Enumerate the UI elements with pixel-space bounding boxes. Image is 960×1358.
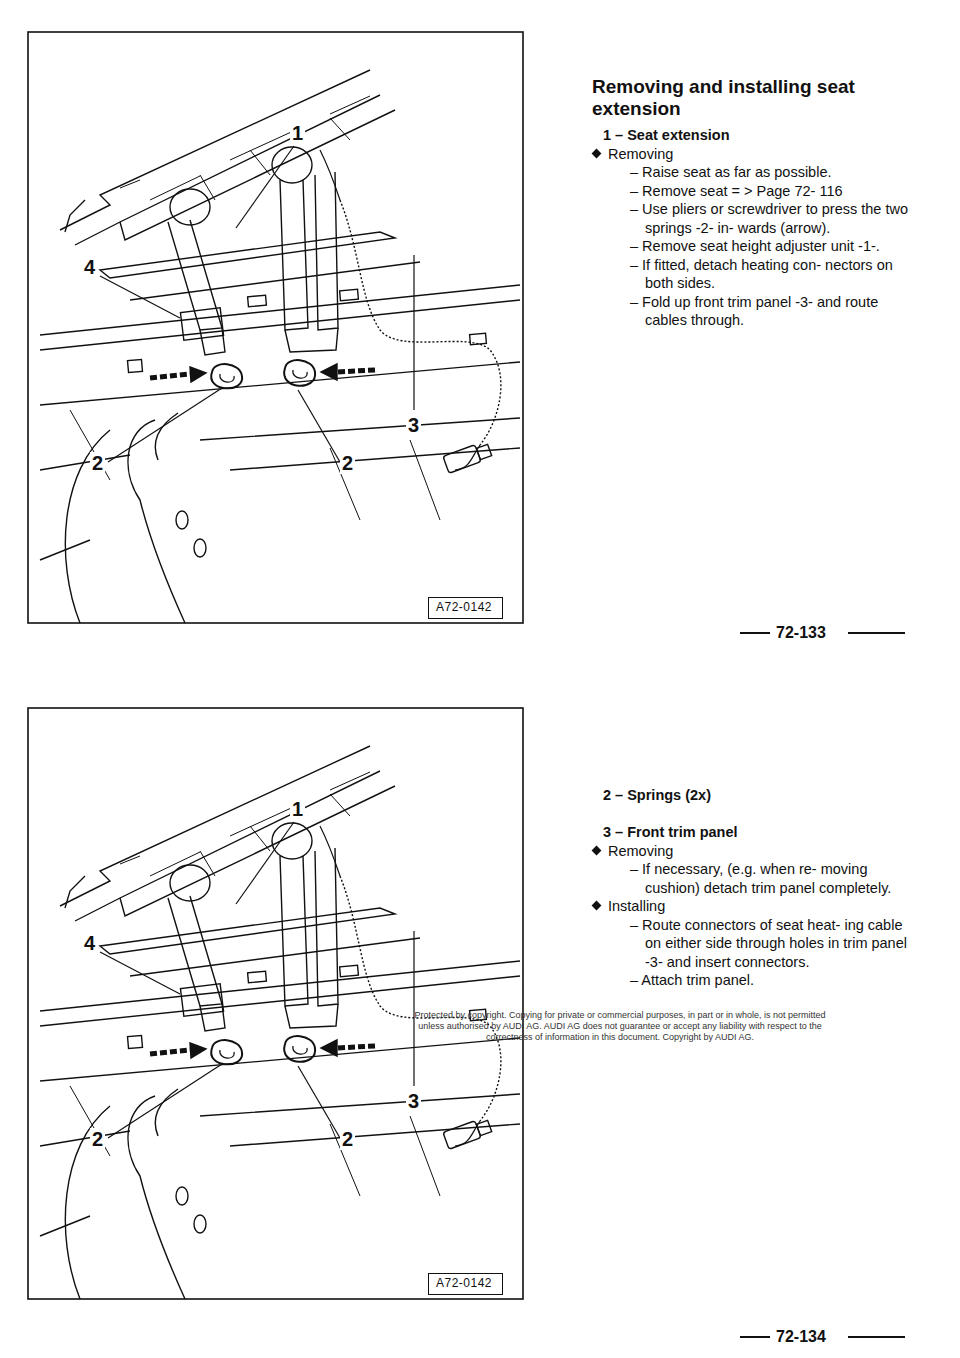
- copyright-notice: Protected by copyright. Copying for priv…: [405, 1010, 835, 1043]
- drawing-part: [108, 1064, 222, 1138]
- callout-number: 2: [340, 1128, 355, 1150]
- drawing-part: [298, 1066, 340, 1138]
- step-text: – Route connectors of seat heat- ing cab…: [590, 916, 920, 972]
- callout-number: 1: [290, 798, 305, 820]
- drawing-part: [28, 32, 523, 623]
- figure-number-box: A72-0142: [428, 597, 503, 619]
- step-text: – If fitted, detach heating con- nectors…: [590, 256, 920, 293]
- step-text: – Remove seat height adjuster unit -1-.: [590, 237, 920, 256]
- drawing-part: [100, 276, 180, 318]
- figure-number-box: A72-0142: [428, 1273, 503, 1295]
- drawing-part: [413, 255, 414, 410]
- figure-number: A72-0142: [429, 1274, 502, 1292]
- drawing-part: [236, 822, 294, 904]
- callout-number: 4: [82, 256, 97, 278]
- item-heading: 2 – Springs (2x): [590, 786, 920, 805]
- page-title: Removing and installing seat extension: [592, 76, 912, 120]
- drawing-part: [413, 931, 414, 1086]
- text-column: Removing and installing seat extension: [592, 76, 912, 120]
- drawing-part: [236, 146, 294, 228]
- callout-number: 2: [90, 452, 105, 474]
- callout-number: 4: [82, 932, 97, 954]
- drawing-part: [100, 146, 905, 1337]
- step-heading: Removing: [590, 145, 920, 164]
- text-column: 1 – Seat extensionRemoving– Raise seat a…: [590, 126, 920, 330]
- step-heading: Removing: [590, 842, 920, 861]
- item-heading: 3 – Front trim panel: [590, 823, 920, 842]
- page-number: 72-134: [776, 1327, 826, 1347]
- callout-number: 2: [340, 452, 355, 474]
- step-heading: Installing: [590, 897, 920, 916]
- drawing-part: [100, 952, 180, 994]
- drawing-part: [108, 388, 222, 462]
- callout-number: 1: [290, 122, 305, 144]
- page-number: 72-133: [776, 623, 826, 643]
- step-text: – Raise seat as far as possible.: [590, 163, 920, 182]
- step-text: – Attach trim panel.: [590, 971, 920, 990]
- drawing-part: [28, 708, 523, 1299]
- text-column: 2 – Springs (2x) 3 – Front trim panelRemo…: [590, 786, 920, 990]
- figure-number: A72-0142: [429, 598, 502, 616]
- callout-number: 3: [406, 1090, 421, 1112]
- callout-number: 2: [90, 1128, 105, 1150]
- drawing-part: [298, 390, 340, 462]
- item-heading: 1 – Seat extension: [590, 126, 920, 145]
- step-text: – Fold up front trim panel -3- and route…: [590, 293, 920, 330]
- step-text: – Use pliers or screwdriver to press the…: [590, 200, 920, 237]
- step-text: – If necessary, (e.g. when re- moving cu…: [590, 860, 920, 897]
- callout-number: 3: [406, 414, 421, 436]
- step-text: – Remove seat = > Page 72- 116: [590, 182, 920, 201]
